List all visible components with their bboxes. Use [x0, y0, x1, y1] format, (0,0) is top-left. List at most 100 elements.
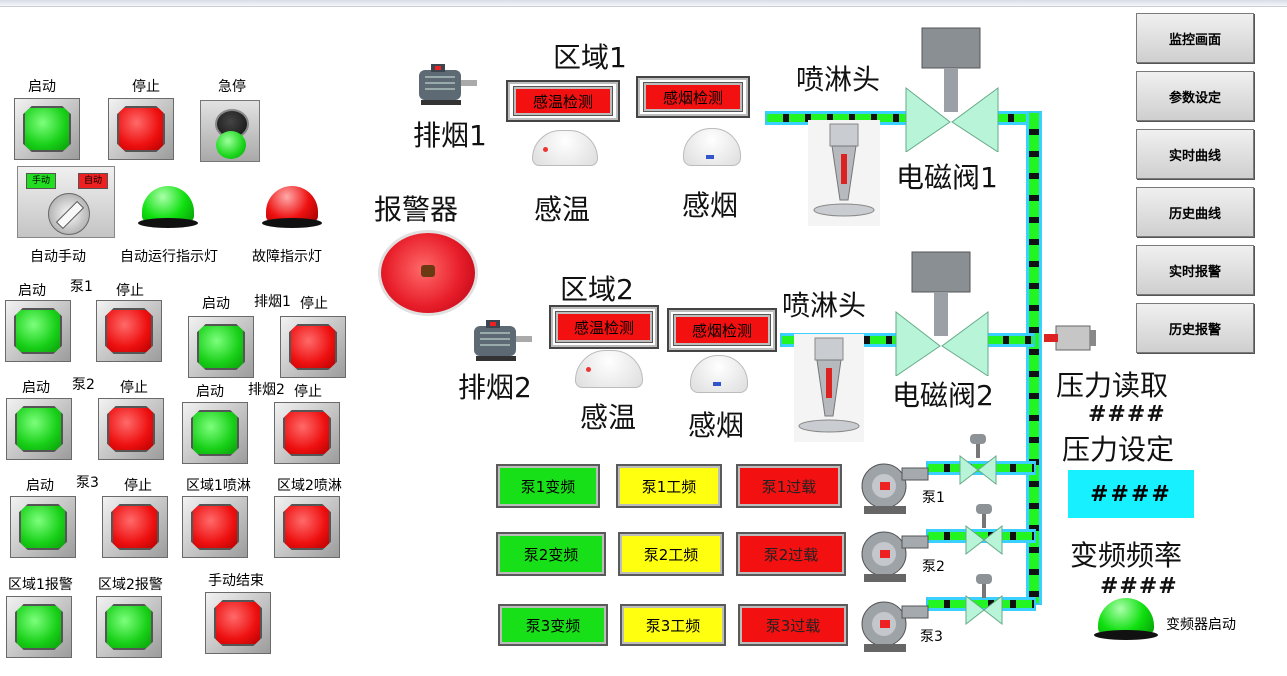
- zone2-smoke-sensor-icon: [690, 355, 748, 393]
- exhaust1-start-label: 启动: [202, 296, 230, 312]
- zone2-title: 区域2: [560, 273, 634, 306]
- zone2-alarm-button[interactable]: [96, 596, 162, 658]
- exhaust2-panel-label: 排烟2: [248, 382, 285, 398]
- exhaust2-motor-icon: [474, 320, 532, 361]
- zone1-alarm-button[interactable]: [6, 596, 72, 658]
- solenoid-valve1-icon[interactable]: [904, 26, 1000, 152]
- nav-history-alarm-button[interactable]: 历史报警: [1136, 303, 1254, 353]
- system-stop-button[interactable]: [108, 98, 174, 160]
- pump2-stop-label: 停止: [120, 380, 148, 396]
- zone2-temp-detect-indicator: 感温检测: [555, 311, 653, 343]
- pressure-read-value: ####: [1088, 402, 1166, 427]
- freq-label: 变频频率: [1070, 539, 1183, 572]
- pressure-set-input[interactable]: ####: [1068, 470, 1194, 518]
- pump1-check-valve-icon: [959, 434, 997, 486]
- exhaust1-motor-icon: [419, 64, 477, 105]
- system-start-button[interactable]: [14, 98, 80, 160]
- auto-manual-selector[interactable]: 手动 自动: [17, 166, 115, 238]
- pump3-start-button[interactable]: [10, 496, 76, 558]
- auto-indicator: 自动: [78, 173, 108, 189]
- zone1-temp-detect-frame: 感温检测: [506, 80, 620, 122]
- pump2-vf-indicator: 泵2变频: [496, 532, 606, 576]
- pump3-label: 泵3: [76, 475, 99, 491]
- pump1-icon: [861, 463, 929, 514]
- pump2-overload-indicator: 泵2过载: [736, 532, 846, 576]
- pump2-pf-indicator: 泵2工频: [618, 532, 724, 576]
- alarm-label: 报警器: [374, 193, 459, 226]
- pump3-label: 泵3: [920, 629, 943, 645]
- sprinkler1-icon: [808, 120, 880, 226]
- zone1-title: 区域1: [553, 41, 627, 74]
- zone1-spray-button[interactable]: [182, 496, 248, 558]
- zone1-smoke-detect-frame: 感烟检测: [636, 76, 750, 118]
- vfd-start-label: 变频器启动: [1166, 617, 1236, 633]
- stop-label: 停止: [132, 79, 160, 95]
- zone2-smoke-sensor-label: 感烟: [688, 409, 745, 442]
- pump3-stop-button[interactable]: [102, 496, 168, 558]
- nav-parameters-button[interactable]: 参数设定: [1136, 71, 1254, 121]
- zone1-alarm-label: 区域1报警: [8, 577, 73, 593]
- sprinkler2-icon: [794, 334, 864, 442]
- nav-realtime-alarm-button[interactable]: 实时报警: [1136, 245, 1254, 295]
- emergency-stop-button[interactable]: [200, 100, 260, 162]
- pump2-label: 泵2: [72, 377, 95, 393]
- pump1-overload-indicator: 泵1过载: [736, 464, 842, 508]
- exhaust2-label: 排烟2: [458, 371, 532, 404]
- auto-manual-label: 自动手动: [30, 249, 86, 265]
- alarm-bell-icon: [381, 233, 475, 313]
- manual-end-label: 手动结束: [208, 573, 264, 589]
- valve2-label: 电磁阀2: [892, 379, 994, 412]
- pressure-sensor-icon: [1044, 325, 1096, 351]
- pump2-start-button[interactable]: [6, 398, 72, 460]
- zone1-temp-sensor-label: 感温: [534, 193, 591, 226]
- pump1-stop-button[interactable]: [96, 300, 162, 362]
- zone2-temp-sensor-icon: [575, 350, 643, 388]
- nav-history-curve-button[interactable]: 历史曲线: [1136, 187, 1254, 237]
- estop-label: 急停: [218, 79, 246, 95]
- auto-run-lamp: [138, 186, 198, 230]
- zone2-temp-sensor-label: 感温: [580, 401, 637, 434]
- zone1-smoke-sensor-label: 感烟: [682, 189, 739, 222]
- exhaust2-stop-button[interactable]: [274, 402, 340, 464]
- exhaust2-start-label: 启动: [196, 384, 224, 400]
- pump3-vf-indicator: 泵3变频: [498, 604, 608, 646]
- zone1-temp-detect-indicator: 感温检测: [513, 86, 613, 116]
- exhaust1-stop-label: 停止: [300, 296, 328, 312]
- pressure-read-label: 压力读取: [1056, 369, 1169, 402]
- valve2-outlet-pipe: [985, 333, 1035, 347]
- freq-value: ####: [1100, 574, 1178, 599]
- fault-lamp-label: 故障指示灯: [252, 249, 322, 265]
- solenoid-valve2-icon[interactable]: [894, 250, 990, 376]
- nav-realtime-curve-button[interactable]: 实时曲线: [1136, 129, 1254, 179]
- pump2-stop-button[interactable]: [98, 398, 164, 460]
- pump1-label: 泵1: [70, 279, 93, 295]
- manual-indicator: 手动: [26, 173, 56, 189]
- zone1-smoke-detect-indicator: 感烟检测: [643, 82, 743, 112]
- estop-lamp: [216, 131, 246, 159]
- exhaust1-stop-button[interactable]: [280, 316, 346, 378]
- pump1-stop-label: 停止: [116, 283, 144, 299]
- pump3-icon: [861, 601, 929, 652]
- fault-lamp: [262, 186, 322, 230]
- pump1-start-label: 启动: [18, 283, 46, 299]
- pump3-pf-indicator: 泵3工频: [620, 604, 726, 646]
- zone1-temp-sensor-icon: [532, 130, 598, 166]
- zone2-spray-button[interactable]: [274, 496, 340, 558]
- manual-end-button[interactable]: [205, 592, 271, 654]
- pump3-start-label: 启动: [26, 478, 54, 494]
- pressure-set-label: 压力设定: [1062, 433, 1175, 466]
- nav-monitor-button[interactable]: 监控画面: [1136, 13, 1254, 63]
- exhaust2-start-button[interactable]: [182, 402, 248, 464]
- pump2-start-label: 启动: [22, 380, 50, 396]
- sprinkler2-label: 喷淋头: [782, 289, 867, 322]
- exhaust1-start-button[interactable]: [188, 316, 254, 378]
- exhaust1-panel-label: 排烟1: [254, 294, 291, 310]
- pump1-label: 泵1: [922, 490, 945, 506]
- sprinkler1-label: 喷淋头: [796, 63, 881, 96]
- zone2-temp-detect-frame: 感温检测: [549, 305, 659, 349]
- selector-knob: [48, 193, 90, 235]
- pump1-start-button[interactable]: [5, 300, 71, 362]
- vfd-start-lamp[interactable]: [1094, 598, 1158, 642]
- exhaust1-label: 排烟1: [413, 119, 487, 152]
- window-top-bar: [0, 0, 1287, 7]
